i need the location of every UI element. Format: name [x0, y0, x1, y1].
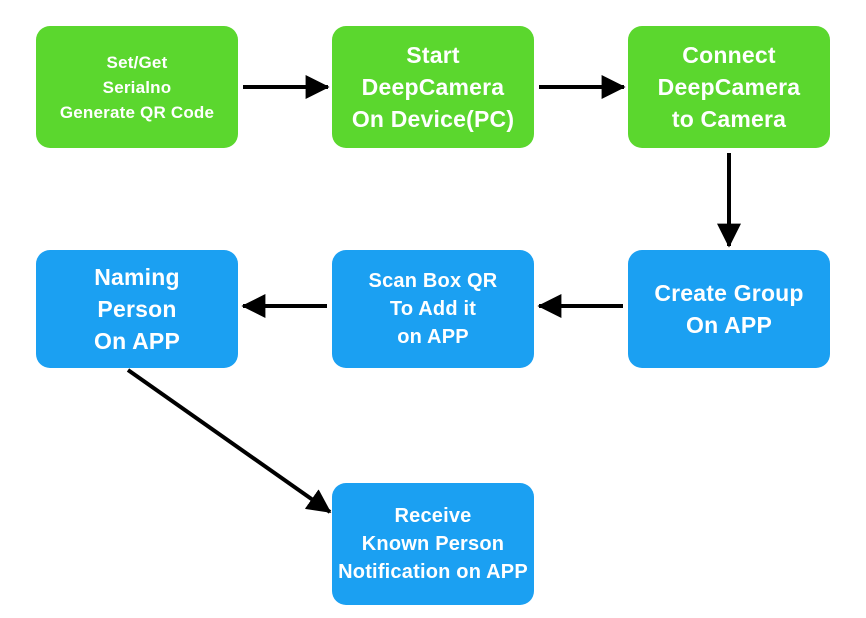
- node-start-deepcamera-on-device[interactable]: Start DeepCamera On Device(PC): [332, 26, 534, 148]
- node-label: Scan Box QR To Add it on APP: [368, 270, 498, 348]
- node-label: Start DeepCamera On Device(PC): [351, 42, 515, 132]
- node-set-get-serialno[interactable]: Set/Get Serialno Generate QR Code: [36, 26, 238, 148]
- node-connect-deepcamera-to-camera[interactable]: Connect DeepCamera to Camera: [628, 26, 830, 148]
- arrow-naming-to-receive: [126, 368, 332, 514]
- node-create-group-on-app[interactable]: Create Group On APP: [628, 250, 830, 368]
- node-scan-box-qr-to-add-it-on-app[interactable]: Scan Box QR To Add it on APP: [332, 250, 534, 368]
- node-receive-known-person-notification-on-app[interactable]: Receive Known Person Notification on APP: [332, 483, 534, 605]
- node-label: Receive Known Person Notification on APP: [338, 505, 528, 583]
- node-label: Create Group On APP: [654, 280, 804, 338]
- node-label: Naming Person On APP: [94, 264, 180, 354]
- node-label: Connect DeepCamera to Camera: [657, 42, 801, 132]
- node-label: Set/Get Serialno Generate QR Code: [59, 52, 215, 122]
- node-naming-person-on-app[interactable]: Naming Person On APP: [36, 250, 238, 368]
